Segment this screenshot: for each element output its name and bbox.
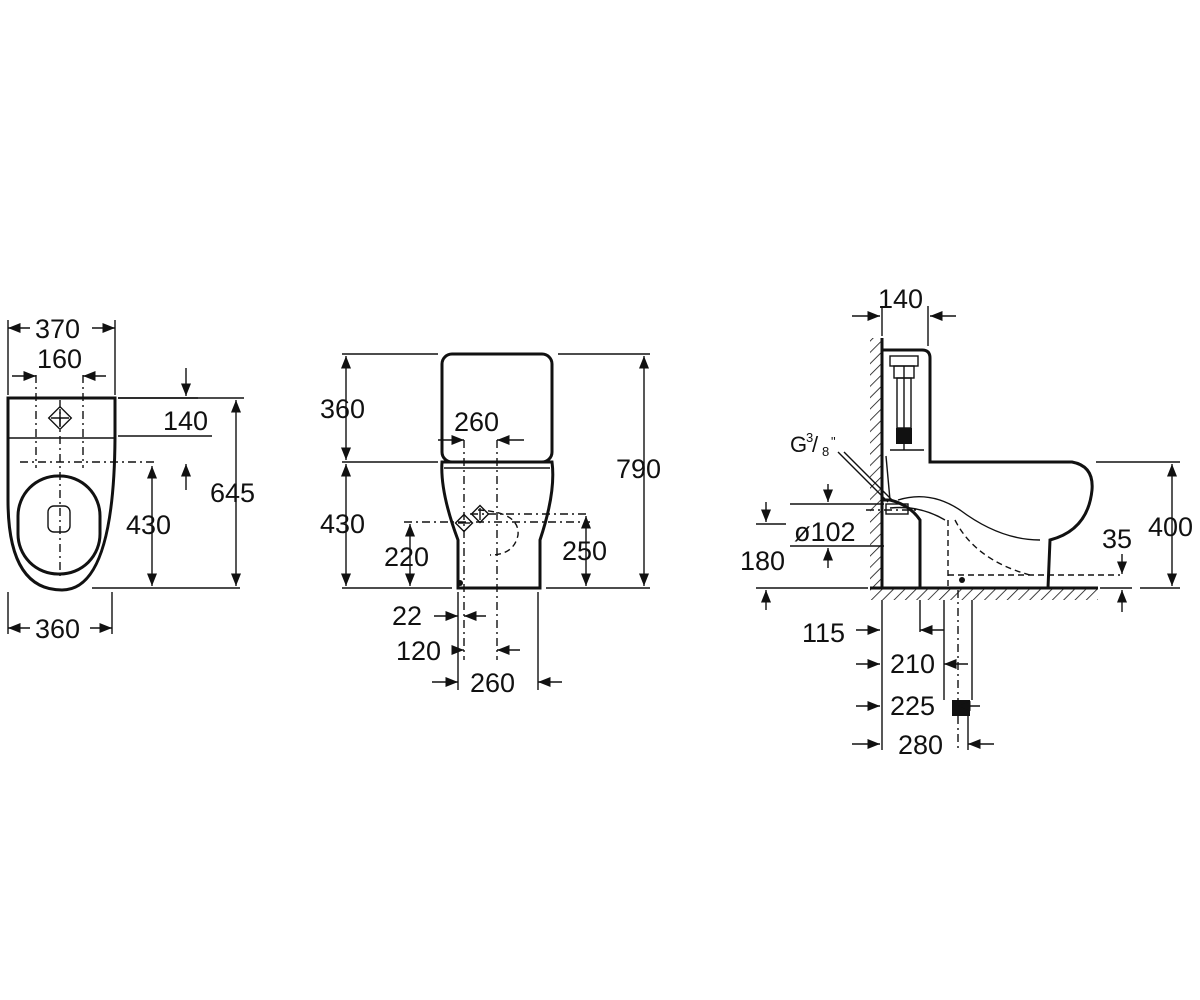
trapway <box>897 495 1041 541</box>
side-tank-outline <box>882 348 1094 590</box>
thread-label: G 3 / 8 " <box>790 430 836 459</box>
dim-790: 790 <box>616 454 661 484</box>
dim-front-260-top: 260 <box>454 407 499 437</box>
svg-text:/: / <box>812 432 819 457</box>
dim-160: 160 <box>37 344 82 374</box>
dim-120: 120 <box>396 636 441 666</box>
dim-220: 220 <box>384 542 429 572</box>
side-view: 140 G 3 / 8 " ø102 180 35 400 <box>740 284 1193 760</box>
dim-400: 400 <box>1148 512 1193 542</box>
front-view: 360 430 260 790 220 250 22 120 260 <box>320 352 661 698</box>
top-view-outline <box>6 396 117 592</box>
dim-645: 645 <box>210 478 255 508</box>
dim-360: 360 <box>35 614 80 644</box>
svg-text:8: 8 <box>822 444 829 459</box>
dim-280: 280 <box>898 730 943 760</box>
top-view: 370 160 140 430 645 360 <box>6 314 255 644</box>
dim-22: 22 <box>392 601 422 631</box>
drain-connector-icon <box>952 700 970 716</box>
dim-front-360: 360 <box>320 394 365 424</box>
svg-text:3: 3 <box>806 430 813 445</box>
dim-225: 225 <box>890 691 935 721</box>
flush-mechanism-icon <box>885 355 924 501</box>
dim-250: 250 <box>562 536 607 566</box>
dim-front-430: 430 <box>320 509 365 539</box>
dim-front-260-bottom: 260 <box>470 668 515 698</box>
seat-hinge <box>47 505 71 533</box>
dim-210: 210 <box>890 649 935 679</box>
water-inlet-icon <box>454 504 490 533</box>
wall-hatch <box>870 338 882 588</box>
seat-outline <box>16 474 102 576</box>
floor-hatch <box>870 588 1098 600</box>
svg-text:": " <box>831 434 836 449</box>
dim-115: 115 <box>802 618 845 648</box>
dim-pipe-diameter: ø102 <box>794 517 856 547</box>
dim-430: 430 <box>126 510 171 540</box>
outlet-marker <box>457 580 463 586</box>
dim-370: 370 <box>35 314 80 344</box>
outlet-pipe <box>885 503 909 515</box>
bowl-outline <box>440 460 555 590</box>
svg-text:G: G <box>790 432 807 457</box>
dim-35: 35 <box>1102 524 1132 554</box>
dim-side-140: 140 <box>878 284 923 314</box>
dim-140: 140 <box>163 406 208 436</box>
dim-180: 180 <box>740 546 785 576</box>
